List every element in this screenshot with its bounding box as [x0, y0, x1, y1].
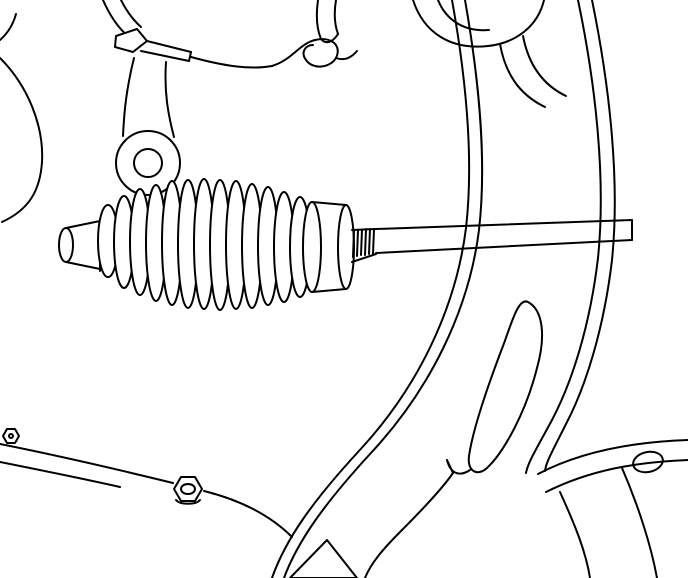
rod-bottom-edge [375, 239, 633, 254]
lower-left-detail [0, 428, 293, 538]
housing-inner-line [437, 0, 490, 32]
panel-vertical-a [559, 491, 591, 578]
boot-collar-top [311, 201, 347, 206]
rod-top-edge [375, 219, 633, 230]
bushing-eye-inner [133, 148, 163, 178]
sweep-outer-double [544, 0, 616, 472]
cable-tail [335, 50, 358, 61]
sweep-outer [525, 0, 602, 474]
housing-lower-edge [412, 0, 545, 48]
fender-curve [0, 57, 44, 223]
panel-vertical-b [621, 467, 658, 578]
thread-tick [368, 228, 371, 255]
arm-left-edge [122, 57, 135, 137]
wire-stub-join [320, 33, 339, 44]
push-clip-center [8, 433, 14, 439]
bolt-shaft-bottom [140, 50, 190, 62]
sweep-inner [271, 0, 471, 578]
boot-tip-cap [58, 227, 74, 263]
hose-line-a [499, 43, 546, 108]
thread-tick [364, 228, 367, 256]
lower-right-panel [537, 439, 688, 578]
boot-collar-bottom [311, 288, 347, 293]
drain-hole [632, 450, 664, 474]
bolt-shaft-top [146, 40, 192, 53]
hose-line-b [522, 35, 567, 97]
cable-hook [271, 38, 339, 68]
clamp-head [114, 28, 148, 53]
thread-tick [356, 229, 359, 257]
rack-boot-bellows [58, 178, 355, 311]
thread-outline-top [351, 228, 377, 231]
slot-outline [467, 300, 543, 474]
tie-rod-shaft [375, 219, 633, 254]
corner-line [0, 13, 17, 41]
bushing-eye-outer [115, 130, 181, 196]
thread-tick [360, 229, 363, 256]
bolt-shaft-end [188, 51, 192, 62]
hex-bolt-face [180, 483, 196, 495]
ground-line-a [0, 443, 174, 484]
thread-tick [372, 228, 375, 255]
hex-bolt-flange [175, 499, 201, 505]
arm-right-edge [164, 61, 175, 138]
hex-bolt [173, 476, 203, 502]
panel-dart [289, 539, 358, 578]
thread-tick [352, 230, 355, 258]
panel-top-edge [537, 439, 688, 475]
body-edge-left [0, 13, 44, 223]
wire-stub-b [333, 0, 339, 35]
boot-collar-right [337, 204, 355, 290]
cable-line [190, 56, 273, 69]
access-slot [467, 300, 543, 474]
panel-top-edge-double [545, 459, 688, 493]
sweep-inner-double [283, 0, 484, 578]
ground-line-c [203, 490, 293, 538]
upper-linkage [102, 0, 358, 196]
push-clip [2, 428, 20, 444]
upper-right-housing [412, 0, 567, 108]
thread-outline-bottom [351, 253, 377, 263]
boot-collar-left [302, 201, 322, 293]
top-stub-b [120, 0, 142, 28]
notched-panel-line [364, 459, 471, 578]
boot-tip-top [65, 220, 101, 229]
wire-stub-a [315, 0, 322, 40]
ground-line-b [0, 461, 121, 488]
boot-tip-bottom [65, 261, 101, 270]
wheel-well-sweep [271, 0, 616, 578]
threaded-section [351, 228, 377, 263]
